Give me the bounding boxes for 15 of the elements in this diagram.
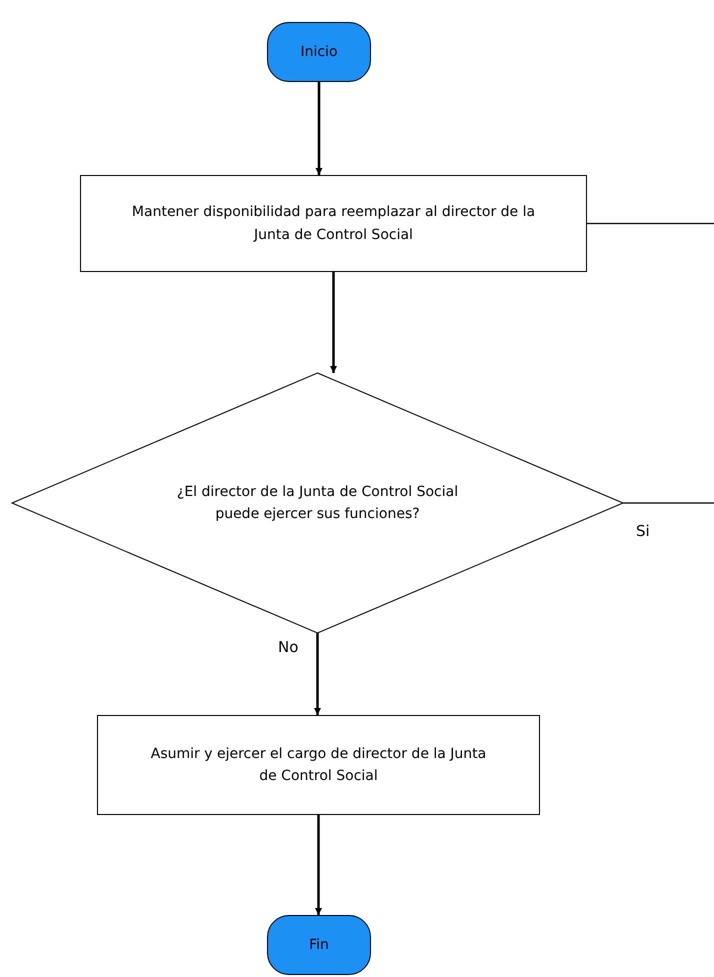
arrow: [330, 272, 337, 373]
node-text: Mantener disponibilidad para reemplazar al director de la Junta de Control Social: [131, 203, 536, 244]
terminal-shape: [267, 915, 371, 975]
arrow: [314, 633, 321, 715]
connector-line: [623, 502, 714, 504]
arrow: [316, 82, 322, 175]
node-text: ¿El director de la Junta de Control Social puede ejercer sus funciones?: [176, 482, 460, 524]
node-text: Inicio: [300, 44, 338, 60]
process-box: [80, 175, 587, 272]
node-text: Asumir y ejercer el cargo de director de la Junta de Control Social: [150, 744, 488, 786]
terminal-shape: [267, 22, 371, 82]
arrow: [315, 815, 322, 915]
node-text: Fin: [309, 937, 329, 953]
process-box: [97, 715, 540, 815]
connector-line: [587, 222, 714, 224]
